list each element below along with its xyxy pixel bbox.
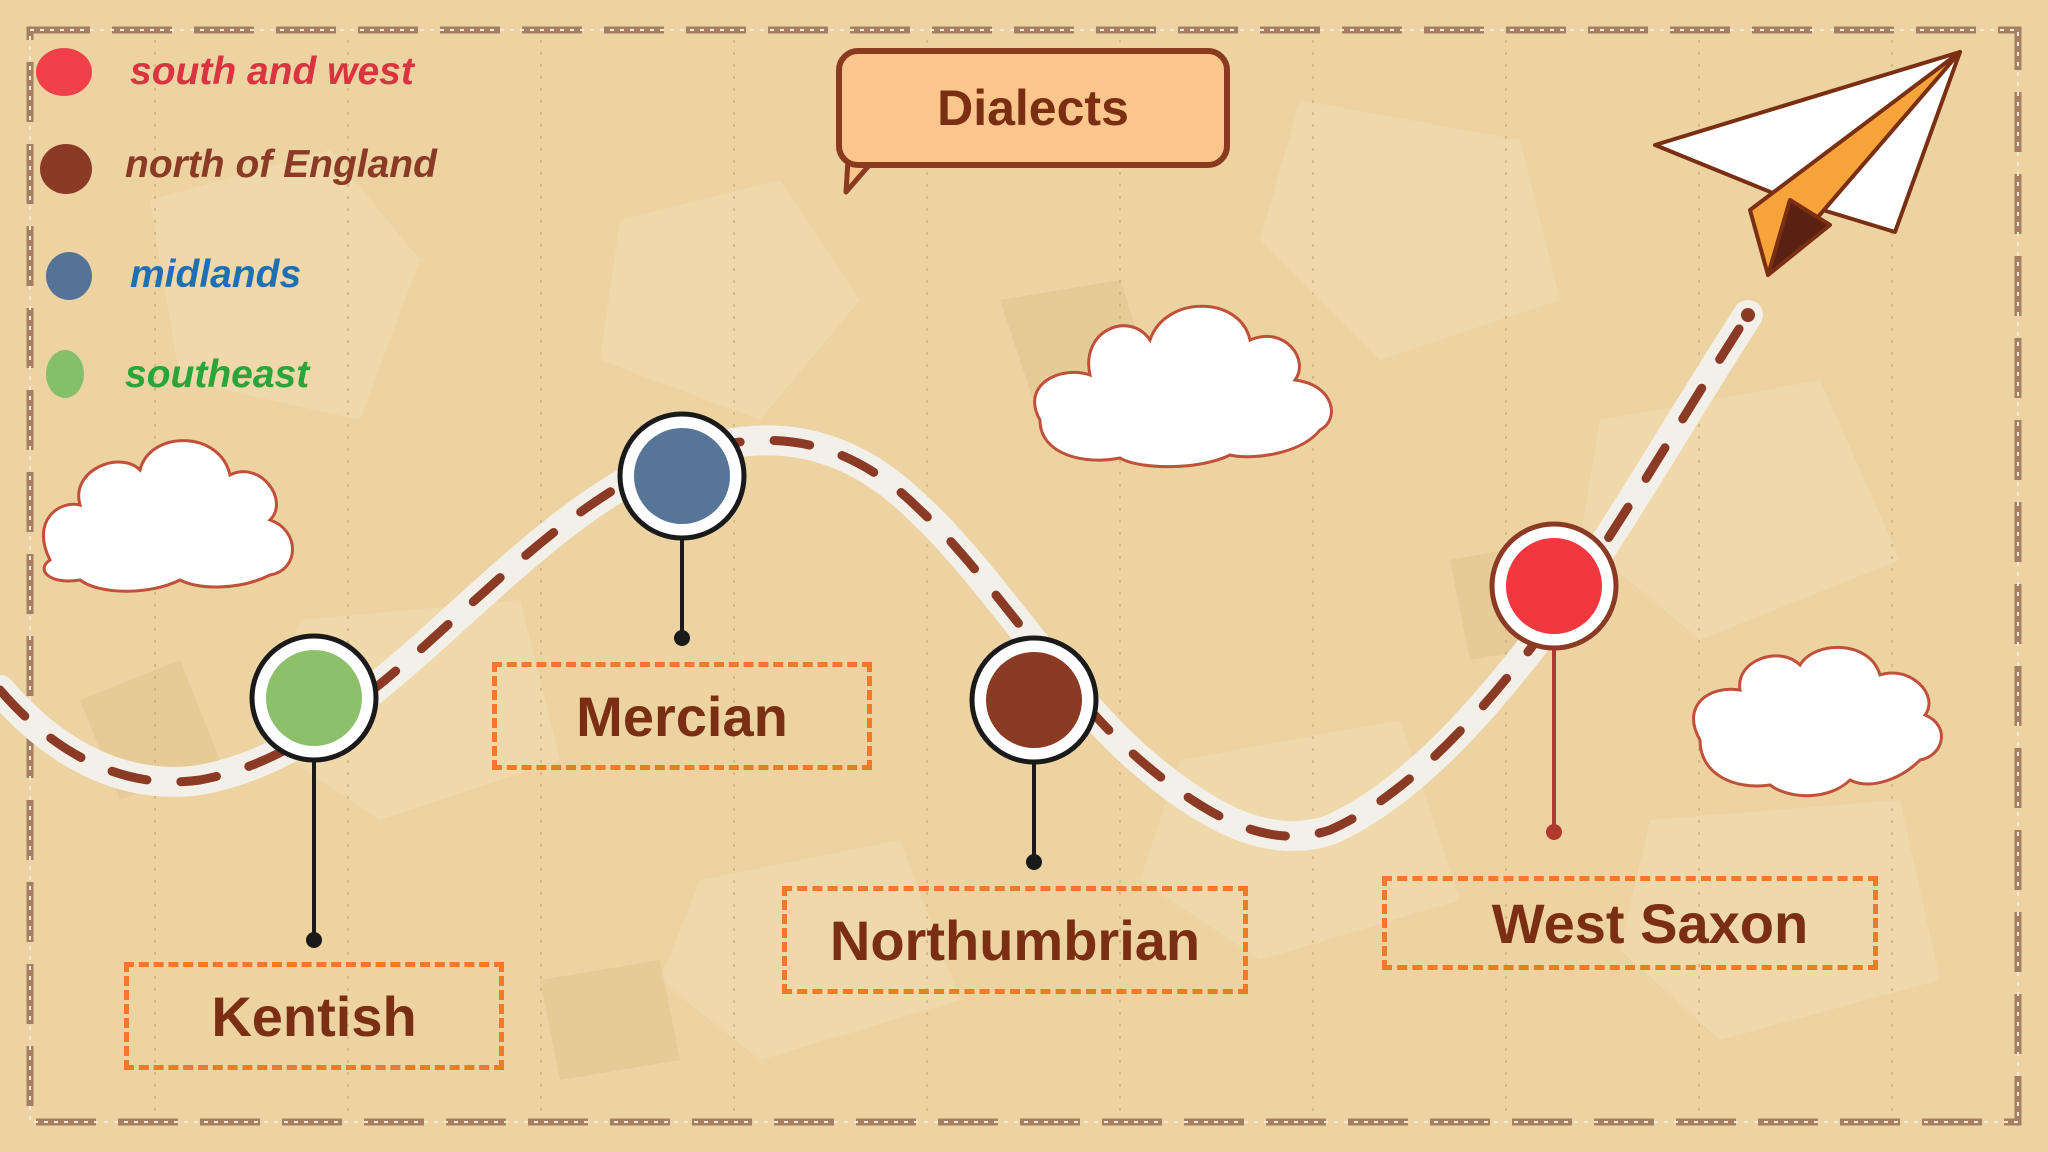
- dialect-name: Mercian: [576, 684, 788, 748]
- route-end-dot: [1737, 304, 1759, 326]
- legend-dot-midlands: [46, 252, 92, 300]
- dialect-label-kentish: Kentish: [124, 962, 504, 1070]
- legend-label-north-of-england: north of England: [125, 143, 437, 186]
- marker-pin-northumbrian: [969, 635, 1099, 765]
- legend-label-southeast: southeast: [125, 353, 310, 396]
- cloud-icon: [1033, 304, 1333, 469]
- page-title: Dialects: [937, 80, 1129, 136]
- cloud-icon: [42, 439, 294, 593]
- cloud-icon: [1692, 645, 1943, 798]
- legend-dot-north-of-england: [40, 144, 92, 194]
- dialect-name: Northumbrian: [829, 908, 1201, 972]
- legend-dot-southeast: [46, 350, 84, 398]
- dialect-label-mercian: Mercian: [492, 662, 872, 770]
- marker-pin-west-saxon: [1489, 521, 1619, 651]
- legend-label-midlands: midlands: [130, 253, 302, 296]
- legend-dot-south-and-west: [36, 48, 92, 96]
- dialect-name: Kentish: [211, 984, 417, 1048]
- title-bubble: Dialects: [836, 48, 1230, 168]
- dialect-label-west-saxon: West Saxon: [1382, 876, 1878, 970]
- map-frame: [26, 26, 2022, 1126]
- legend-label-south-and-west: south and west: [130, 50, 414, 93]
- marker-pin-mercian: [617, 411, 747, 541]
- paper-plane-icon: [1653, 50, 1962, 277]
- marker-pin-kentish: [249, 633, 379, 763]
- dialect-name: West Saxon: [1491, 891, 1809, 955]
- dialect-label-northumbrian: Northumbrian: [782, 886, 1248, 994]
